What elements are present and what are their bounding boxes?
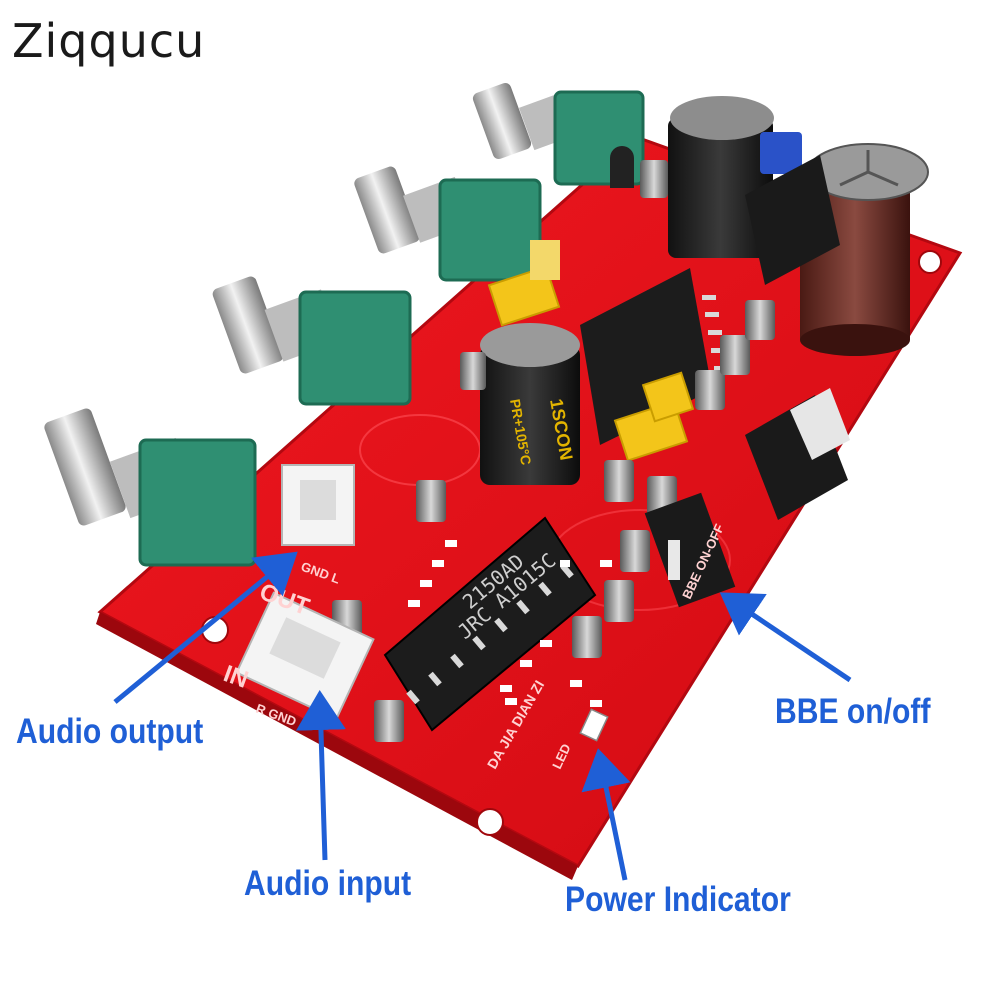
regulator-top xyxy=(745,155,840,285)
film-capacitor-1 xyxy=(487,265,561,327)
label-audio-input: Audio input xyxy=(244,864,412,903)
potentiometer-2 xyxy=(212,276,412,406)
arrow-audio-output xyxy=(113,551,298,704)
capacitor-1scon: 1SCON PR+105°C xyxy=(480,323,580,485)
power-led xyxy=(579,708,609,742)
arrow-audio-input xyxy=(295,690,346,861)
film-capacitor-4 xyxy=(530,240,560,280)
brand-logo: Ziqqucu xyxy=(12,14,206,68)
smd-parts xyxy=(408,540,612,707)
label-audio-output: Audio output xyxy=(16,712,204,751)
transistor xyxy=(610,146,634,188)
output-connector xyxy=(281,464,355,546)
trimmer-blue xyxy=(760,132,802,174)
label-bbe-switch: BBE on/off xyxy=(775,692,931,731)
potentiometer-1 xyxy=(44,408,257,567)
ic-main: 2150AD JRC A1015C xyxy=(383,516,597,732)
potentiometer-3 xyxy=(354,166,542,282)
arrow-bbe-switch xyxy=(719,592,852,683)
small-capacitors xyxy=(332,160,775,742)
capacitor-large-brown xyxy=(800,143,929,356)
film-capacitor-3 xyxy=(641,371,695,423)
arrow-power-indicator xyxy=(581,748,631,881)
input-connector xyxy=(235,591,375,721)
capacitor-large-black xyxy=(668,96,774,258)
bbe-jumper xyxy=(644,492,736,608)
label-power-indicator: Power Indicator xyxy=(565,880,791,919)
